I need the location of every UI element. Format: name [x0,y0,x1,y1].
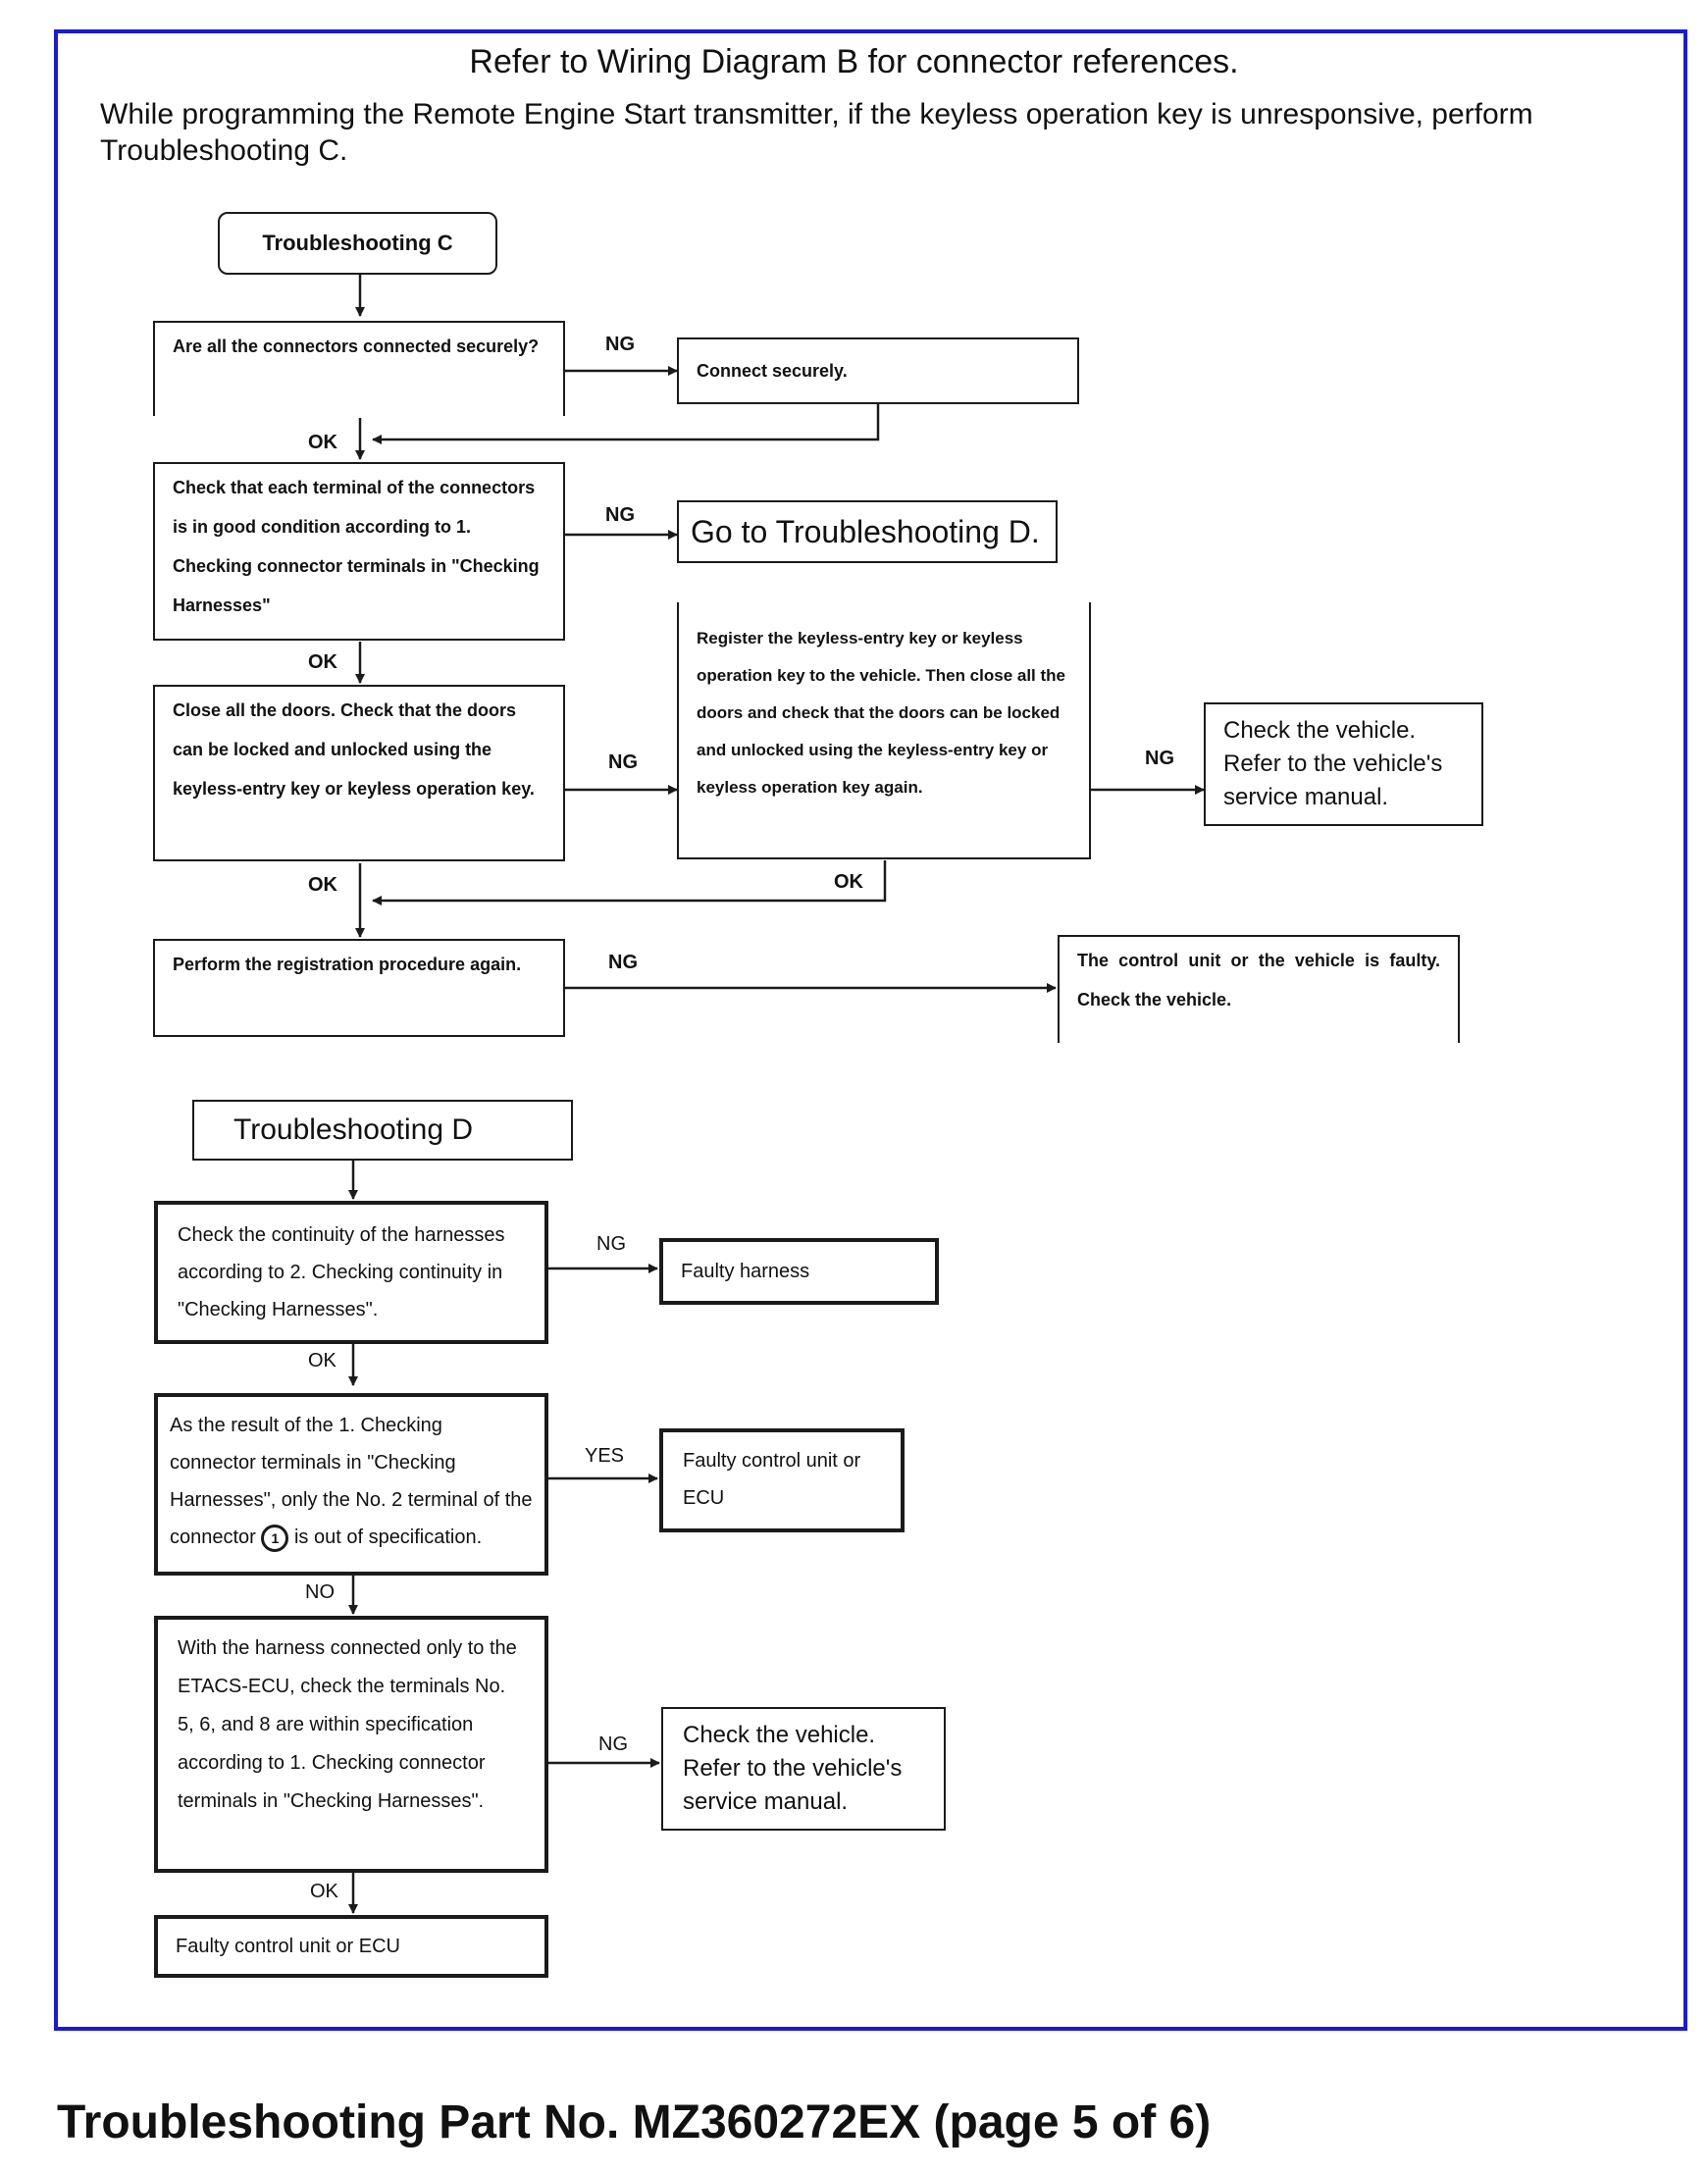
ts-c-q2: Check that each terminal of the connecto… [153,462,565,641]
ts-c-q4-ng: The control unit or the vehicle is fault… [1058,935,1460,1043]
ts-c-q1: Are all the connectors connected securel… [153,321,565,416]
label-yes: YES [585,1445,625,1467]
label-ok: OK [308,1350,336,1371]
ts-d-q2: As the result of the 1. Checking connect… [154,1393,548,1576]
label-ok: OK [308,874,337,896]
ts-c-q1-ng: Connect securely. [677,337,1079,404]
ts-c-q2-ng: Go to Troubleshooting D. [677,500,1058,563]
ts-c-q4: Perform the registration procedure again… [153,939,565,1037]
label-ok: OK [310,1881,338,1902]
ts-c-start: Troubleshooting C [218,212,497,275]
ts-d-end: Faulty control unit or ECU [154,1915,548,1978]
label-ng: NG [596,1233,626,1255]
label-ng: NG [598,1733,628,1755]
ts-d-q2-text: As the result of the 1. Checking connect… [170,1415,533,1548]
page-title: Refer to Wiring Diagram B for connector … [469,43,1239,80]
label-ng: NG [605,504,635,526]
ts-d-q1: Check the continuity of the harnesses ac… [154,1201,548,1344]
page-frame [54,29,1687,2031]
label-ok: OK [308,651,337,673]
label-ng: NG [608,952,638,973]
ts-d-q2-yes: Faulty control unit or ECU [659,1428,905,1532]
label-ng: NG [608,751,638,773]
ts-c-q3-ng-ng: Check the vehicle. Refer to the vehicle'… [1204,702,1483,826]
label-no: NO [305,1581,335,1603]
label-ok: OK [308,432,337,453]
ts-d-q3: With the harness connected only to the E… [154,1616,548,1873]
label-ng: NG [1145,748,1174,769]
ts-d-q1-ng: Faulty harness [659,1238,939,1305]
connector-marker: 1 [261,1524,289,1552]
ts-d-q3-ng: Check the vehicle. Refer to the vehicle'… [661,1707,946,1831]
ts-d-q2-text-end: is out of specification. [293,1526,483,1548]
ts-c-q3-ng: Register the keyless-entry key or keyles… [677,602,1091,859]
footer-title: Troubleshooting Part No. MZ360272EX (pag… [57,2096,1212,2148]
label-ok: OK [834,871,863,893]
ts-c-q3: Close all the doors. Check that the door… [153,685,565,861]
connector-marker-number: 1 [271,1529,280,1546]
ts-d-start: Troubleshooting D [192,1100,573,1161]
intro-note: While programming the Remote Engine Star… [100,98,1533,167]
label-ng: NG [605,334,635,355]
